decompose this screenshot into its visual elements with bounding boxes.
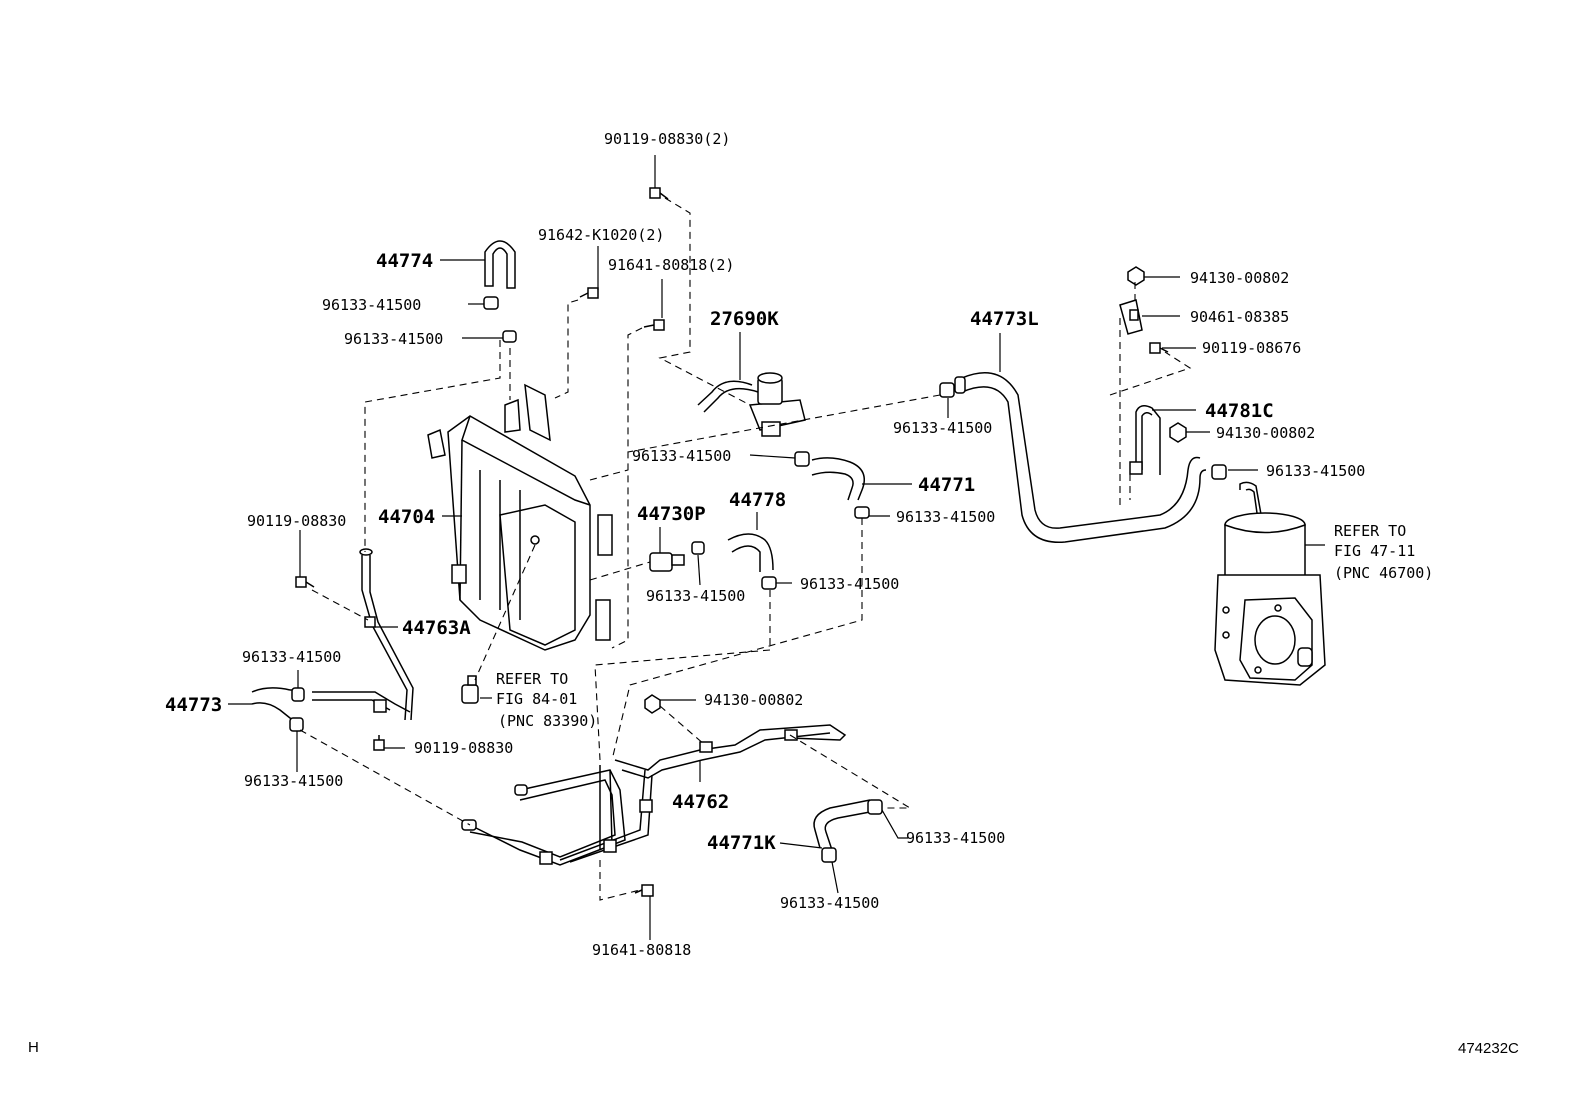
bolt-90119-08830-left (295, 576, 315, 588)
label-44771[interactable]: 44771 (918, 474, 975, 496)
part-labels: 90119-08830(2) 91642-K1020(2) 91641-8081… (165, 130, 1433, 959)
label-44730p[interactable]: 44730P (637, 503, 706, 525)
hose-44771k (813, 799, 883, 863)
label-96133-41500-b[interactable]: 96133-41500 (344, 330, 443, 348)
pipe-44781c (1129, 405, 1161, 475)
nut-94130-mid (1169, 422, 1187, 443)
refer-fig-84-01-line2[interactable]: FIG 84-01 (496, 690, 577, 708)
leader-lines (228, 155, 1325, 940)
bolt-90119-08676 (1149, 342, 1169, 354)
refer-fig-47-11-line2[interactable]: FIG 47-11 (1334, 542, 1415, 560)
label-94130-00802-low[interactable]: 94130-00802 (704, 691, 803, 709)
dashed-reference-lines (299, 197, 1192, 901)
hose-44771 (794, 451, 865, 501)
sensor-44730p (649, 541, 705, 572)
clip-96133-f (854, 506, 870, 519)
refer-fig-84-01-line3[interactable]: (PNC 83390) (498, 712, 597, 730)
label-96133-41500-l[interactable]: 96133-41500 (780, 894, 879, 912)
nut-94130-low (644, 694, 661, 714)
hose-44773 (251, 687, 411, 732)
refer-fig-84-01-line1[interactable]: REFER TO (496, 670, 568, 688)
bolt-91641-80818-low (634, 884, 654, 897)
reservoir-tank-44704 (427, 383, 613, 651)
label-90119-08830-left[interactable]: 90119-08830 (247, 512, 346, 530)
label-96133-41500-g[interactable]: 96133-41500 (646, 587, 745, 605)
label-90461-08385[interactable]: 90461-08385 (1190, 308, 1289, 326)
figure-code: 474232C (1458, 1040, 1519, 1057)
label-96133-41500-f[interactable]: 96133-41500 (896, 508, 995, 526)
hose-44773l (954, 372, 1207, 543)
label-91641-80818[interactable]: 91641-80818 (592, 941, 691, 959)
clip-96133-b (502, 330, 517, 343)
refer-fig-47-11-line3[interactable]: (PNC 46700) (1334, 564, 1433, 582)
label-96133-41500-e[interactable]: 96133-41500 (1266, 462, 1365, 480)
tube-44763a (359, 548, 414, 721)
label-44771k[interactable]: 44771K (707, 832, 776, 854)
label-44773l[interactable]: 44773L (970, 308, 1039, 330)
refer-fig-47-11-line1[interactable]: REFER TO (1334, 522, 1406, 540)
corner-mark-left: H (28, 1039, 39, 1056)
label-90119-08830-lower[interactable]: 90119-08830 (414, 739, 513, 757)
label-44704[interactable]: 44704 (378, 506, 435, 528)
label-96133-41500-k[interactable]: 96133-41500 (906, 829, 1005, 847)
nut-94130-top (1127, 266, 1145, 286)
clip-96133-c (939, 382, 955, 398)
sensor-refer-fig-84-01 (461, 675, 479, 704)
label-91641-80818-2[interactable]: 91641-80818(2) (608, 256, 734, 274)
label-96133-41500-d[interactable]: 96133-41500 (632, 447, 731, 465)
bolt-90119-08830-top (649, 187, 669, 200)
hose-44778 (727, 533, 777, 590)
hose-44774 (484, 240, 516, 289)
valve-27690k (697, 372, 806, 437)
label-94130-00802-mid[interactable]: 94130-00802 (1216, 424, 1315, 442)
label-27690k[interactable]: 27690K (710, 308, 779, 330)
label-90119-08676[interactable]: 90119-08676 (1202, 339, 1301, 357)
bolt-91642-k1020 (579, 287, 599, 299)
clip-96133-d (1211, 464, 1227, 480)
bracket-90461-08385 (1119, 299, 1143, 335)
bolt-90119-08830-lower (373, 735, 385, 751)
label-44774[interactable]: 44774 (376, 250, 433, 272)
label-44778[interactable]: 44778 (729, 489, 786, 511)
label-44773[interactable]: 44773 (165, 694, 222, 716)
label-44781c[interactable]: 44781C (1205, 400, 1274, 422)
label-91642-k1020-2[interactable]: 91642-K1020(2) (538, 226, 664, 244)
label-44763a[interactable]: 44763A (402, 617, 471, 639)
throttle-body-assembly (1214, 481, 1326, 686)
label-94130-00802-top[interactable]: 94130-00802 (1190, 269, 1289, 287)
label-96133-41500-h[interactable]: 96133-41500 (800, 575, 899, 593)
label-90119-08830-2[interactable]: 90119-08830(2) (604, 130, 730, 148)
label-44762[interactable]: 44762 (672, 791, 729, 813)
label-96133-41500-a[interactable]: 96133-41500 (322, 296, 421, 314)
clip-96133-a (483, 296, 499, 310)
label-96133-41500-i[interactable]: 96133-41500 (242, 648, 341, 666)
label-96133-41500-c[interactable]: 96133-41500 (893, 419, 992, 437)
label-96133-41500-j[interactable]: 96133-41500 (244, 772, 343, 790)
bolt-91641-80818-top (643, 319, 665, 331)
